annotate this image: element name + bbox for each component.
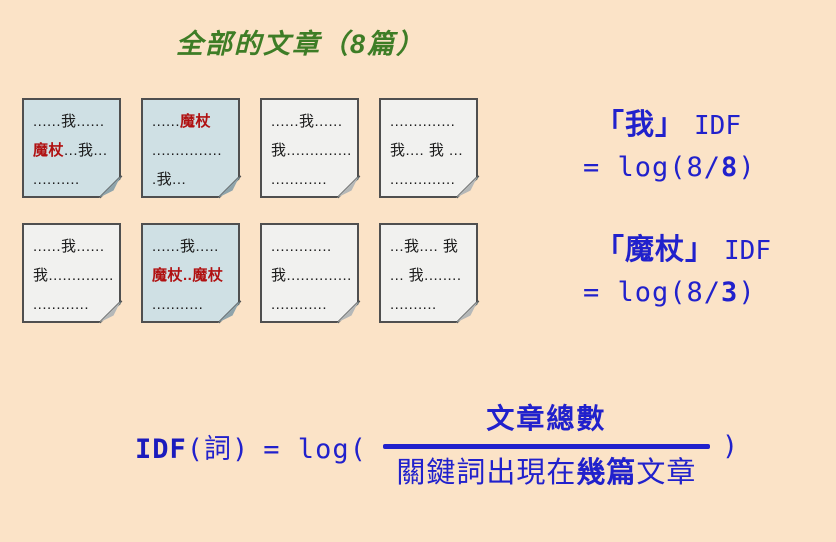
idf-doc-count: 8 (721, 152, 739, 183)
idf-label: IDF (724, 236, 771, 266)
note-text-segment: ...我.... 我 (390, 238, 459, 255)
idf-equation: = log(8/8) (583, 152, 756, 183)
note-line: .............. (390, 165, 476, 194)
note-line: ........... (152, 290, 238, 319)
note-text-segment: ............. (271, 238, 332, 255)
note-text-segment: ........... (152, 296, 204, 313)
folded-corner (337, 175, 361, 199)
fraction-bar (382, 444, 710, 449)
folded-corner (99, 300, 123, 324)
document-note-8: ...我.... 我 ... 我........ .......... (379, 223, 480, 324)
folded-corner (218, 175, 242, 199)
formula-idf: IDF (135, 434, 187, 465)
idf-eq-prefix: = log(8/ (583, 277, 722, 308)
note-text-segment: .............. (390, 171, 456, 188)
note-text-segment: ......我...... (33, 113, 105, 130)
document-note-5: ......我...... 我.............. ..........… (22, 223, 123, 324)
folded-corner (218, 300, 242, 324)
note-text-segment: .我... (152, 171, 187, 188)
formula-operator: = log( (263, 434, 367, 465)
idf-eq-suffix: ) (738, 277, 756, 308)
keyword-text: 魔杖..魔杖 (152, 267, 224, 284)
note-line: ............ (271, 290, 357, 319)
denominator-suffix: 文章 (636, 457, 697, 489)
documents-grid: ......我...... 魔杖...我... .......... .....… (22, 98, 480, 324)
note-text-segment: 我.............. (271, 142, 352, 159)
note-text-segment: ...... (152, 113, 181, 130)
document-note-3: ......我...... 我.............. ..........… (260, 98, 361, 199)
idf-term-line: 「魔杖」 IDF (583, 226, 771, 270)
note-line: ......我...... (33, 232, 119, 261)
diagram-title: 全部的文章（8篇） (176, 29, 426, 59)
formula-lhs: IDF(詞) = log( (135, 427, 367, 466)
folded-corner (337, 300, 361, 324)
note-line: ......魔杖 (152, 107, 238, 136)
folded-corner (99, 175, 123, 199)
note-text-segment: ... 我........ (390, 267, 462, 284)
note-line: ............. (271, 232, 357, 261)
note-text-segment: ...我... (64, 142, 108, 159)
idf-formula-definition: IDF(詞) = log( 文章總數 關鍵詞出現在幾篇文章 ) (135, 399, 738, 494)
note-line: 我.............. (271, 136, 357, 165)
note-text-segment: .......... (390, 296, 437, 313)
idf-term: 「魔杖」 (595, 234, 716, 266)
note-line: ............ (271, 165, 357, 194)
note-line: ......我..... (152, 232, 238, 261)
document-note-6: ......我..... 魔杖..魔杖 ........... (141, 223, 242, 324)
formula-close-paren: ) (721, 431, 739, 462)
denominator-emphasis: 幾篇 (576, 457, 637, 489)
note-text-segment: ............ (33, 296, 90, 313)
formula-fraction: 文章總數 關鍵詞出現在幾篇文章 (382, 399, 710, 494)
note-line: ... 我........ (390, 261, 476, 290)
note-line: .............. (390, 107, 476, 136)
note-text-segment: ......我..... (152, 238, 219, 255)
document-note-4: .............. 我.... 我 ... .............… (379, 98, 480, 199)
idf-example-1: 「我」 IDF = log(8/8) (583, 101, 756, 183)
idf-doc-count: 3 (721, 277, 739, 308)
note-text-segment: 我.............. (33, 267, 114, 284)
idf-term-line: 「我」 IDF (583, 101, 756, 145)
idf-label: IDF (694, 111, 741, 141)
note-text-segment: ............ (271, 296, 328, 313)
note-text-segment: ............ (271, 171, 328, 188)
note-text-segment: 我.... 我 ... (390, 142, 464, 159)
document-note-1: ......我...... 魔杖...我... .......... (22, 98, 123, 199)
note-line: 魔杖...我... (33, 136, 119, 165)
note-line: .我... (152, 165, 238, 194)
note-text-segment: ............... (152, 142, 223, 159)
note-line: ...我.... 我 (390, 232, 476, 261)
note-line: .......... (33, 165, 119, 194)
idf-eq-suffix: ) (738, 152, 756, 183)
idf-equation: = log(8/3) (583, 277, 771, 308)
note-line: ......我...... (271, 107, 357, 136)
note-text-segment: .......... (33, 171, 80, 188)
note-text-segment: .............. (390, 113, 456, 130)
formula-denominator: 關鍵詞出現在幾篇文章 (396, 452, 696, 494)
note-line: ............... (152, 136, 238, 165)
idf-eq-prefix: = log(8/ (583, 152, 722, 183)
note-line: ............ (33, 290, 119, 319)
keyword-text: 魔杖 (180, 113, 212, 130)
folded-corner (456, 300, 480, 324)
formula-numerator: 文章總數 (486, 403, 607, 434)
document-note-2: ......魔杖 ............... .我... (141, 98, 242, 199)
idf-example-2: 「魔杖」 IDF = log(8/3) (583, 226, 771, 308)
note-line: ......我...... (33, 107, 119, 136)
note-line: 我.... 我 ... (390, 136, 476, 165)
note-line: 我.............. (271, 261, 357, 290)
note-text-segment: ......我...... (271, 113, 343, 130)
denominator-prefix: 關鍵詞出現在 (396, 457, 577, 489)
document-note-7: ............. 我.............. ..........… (260, 223, 361, 324)
note-line: 魔杖..魔杖 (152, 261, 238, 290)
note-text-segment: 我.............. (271, 267, 352, 284)
keyword-text: 魔杖 (33, 142, 65, 159)
note-line: 我.............. (33, 261, 119, 290)
folded-corner (456, 175, 480, 199)
note-text-segment: ......我...... (33, 238, 105, 255)
idf-term: 「我」 (595, 109, 686, 141)
formula-term: (詞) (186, 434, 250, 465)
note-line: .......... (390, 290, 476, 319)
